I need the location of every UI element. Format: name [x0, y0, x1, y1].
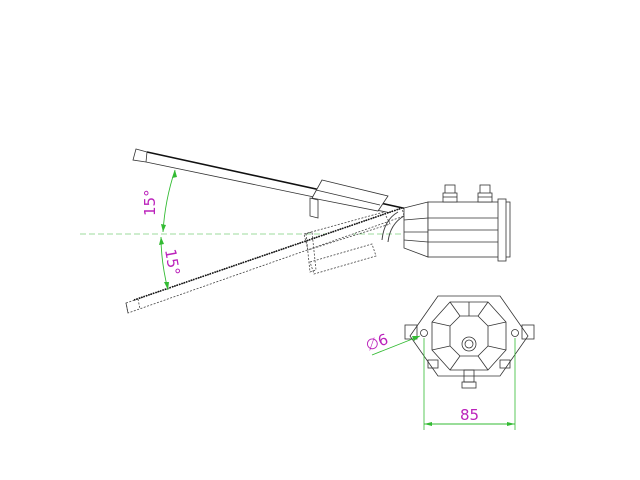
hole-diameter-label: ∅6: [363, 330, 390, 355]
upper-arm: [132, 148, 413, 219]
angle-dimension-upper: 15°: [141, 169, 177, 233]
lamp-housing: [403, 184, 511, 262]
bottom-view: [404, 295, 535, 389]
hole-spacing-label: 85: [460, 406, 479, 424]
mounting-hole-left: [420, 329, 428, 337]
angle-dimension-lower: 15°: [159, 236, 183, 291]
mounting-hole-right: [511, 329, 519, 337]
hole-spacing-dimension: 85: [423, 338, 516, 430]
lower-angle-label: 15°: [161, 248, 183, 277]
lower-arm: [125, 207, 405, 314]
upper-angle-label: 15°: [141, 189, 159, 216]
